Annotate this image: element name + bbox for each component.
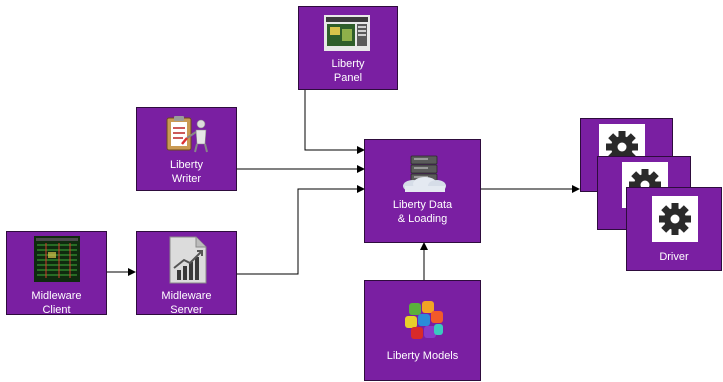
liberty-models-label: Liberty Models: [386, 350, 459, 362]
liberty-models-node: Liberty Models: [364, 280, 481, 381]
cube-icon: [401, 297, 447, 347]
midleware-client-label: Midleware Client: [31, 290, 82, 316]
edge-server-to-data: [237, 185, 365, 275]
gear-icon: [652, 196, 698, 246]
driver-label: Driver: [659, 251, 689, 263]
chart-document-icon: [168, 236, 208, 288]
screenshot-icon: [324, 15, 370, 55]
liberty-writer-label: Liberty Writer: [169, 159, 204, 185]
midleware-client-node: Midleware Client: [6, 231, 107, 316]
liberty-data-label: Liberty Data & Loading: [392, 199, 453, 225]
driver-node: Driver: [626, 187, 722, 271]
liberty-panel-label: Liberty Panel: [331, 58, 365, 84]
midleware-server-label: Midleware Server: [161, 290, 212, 316]
liberty-panel-node: Liberty Panel: [298, 6, 398, 90]
liberty-writer-node: Liberty Writer: [136, 107, 237, 191]
liberty-data-node: Liberty Data & Loading: [364, 139, 481, 243]
midleware-server-node: Midleware Server: [136, 231, 237, 316]
monitor-data-icon: [34, 236, 80, 286]
edge-panel-to-data: [304, 90, 365, 154]
database-cloud-icon: [401, 154, 447, 198]
clipboard-writer-icon: [163, 114, 213, 158]
